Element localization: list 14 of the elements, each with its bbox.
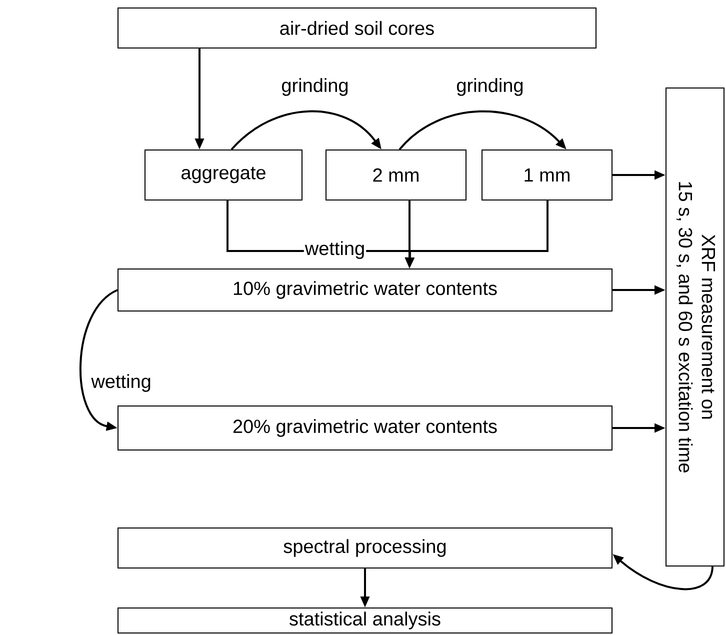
edge-label: grinding	[280, 77, 350, 97]
process-box: spectral processing	[118, 528, 612, 568]
edge-label: wetting	[304, 240, 366, 260]
process-box: statistical analysis	[118, 608, 612, 634]
process-box: 2 mm	[326, 150, 466, 200]
process-box: 20% gravimetric water contents	[118, 406, 612, 450]
process-box: XRF measurement on 15 s, 30 s, and 60 s excitation time	[666, 88, 724, 566]
process-box: air-dried soil cores	[118, 8, 596, 48]
process-box: aggregate	[144, 150, 302, 200]
edge-label: wetting	[90, 373, 152, 393]
process-box: 10% gravimetric water contents	[118, 268, 612, 312]
edge-label: grinding	[455, 77, 525, 97]
arrow	[80, 289, 118, 431]
process-box: 1 mm	[482, 150, 612, 200]
